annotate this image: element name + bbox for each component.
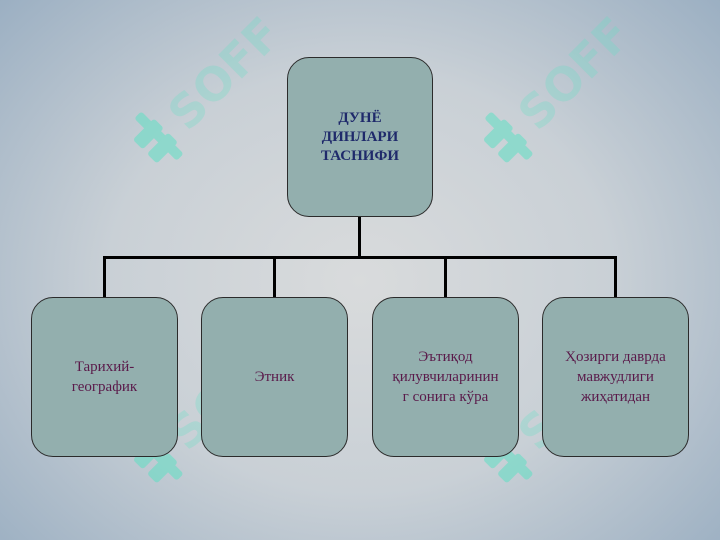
root-node: ДУНЁ ДИНЛАРИ ТАСНИФИ <box>287 57 433 217</box>
watermark-logo-top-left: SOFF <box>95 0 295 200</box>
connector-horizontal-bar <box>103 256 617 259</box>
svg-text:SOFF: SOFF <box>158 7 292 141</box>
watermark-logo-top-right: SOFF <box>445 0 645 200</box>
connector-drop-2 <box>273 256 276 297</box>
child-node-historical-geographic: Тарихий- географик <box>31 297 178 457</box>
child-node-by-followers: Эътиқод қилувчиларинин г сонига кўра <box>372 297 519 457</box>
connector-drop-1 <box>103 256 106 297</box>
connector-drop-4 <box>614 256 617 297</box>
child-node-by-present-existence: Ҳозирги даврда мавжудлиги жиҳатидан <box>542 297 689 457</box>
root-node-label: ДУНЁ ДИНЛАРИ ТАСНИФИ <box>320 109 400 164</box>
connector-drop-3 <box>444 256 447 297</box>
child-node-label: Этник <box>254 369 295 385</box>
child-node-label: Эътиқод қилувчиларинин г сонига кўра <box>392 349 499 405</box>
svg-text:SOFF: SOFF <box>508 7 642 141</box>
connector-root-stem <box>358 217 361 257</box>
child-node-label: Тарихий- географик <box>71 359 138 395</box>
child-node-ethnic: Этник <box>201 297 348 457</box>
child-node-label: Ҳозирги даврда мавжудлиги жиҳатидан <box>565 349 666 405</box>
